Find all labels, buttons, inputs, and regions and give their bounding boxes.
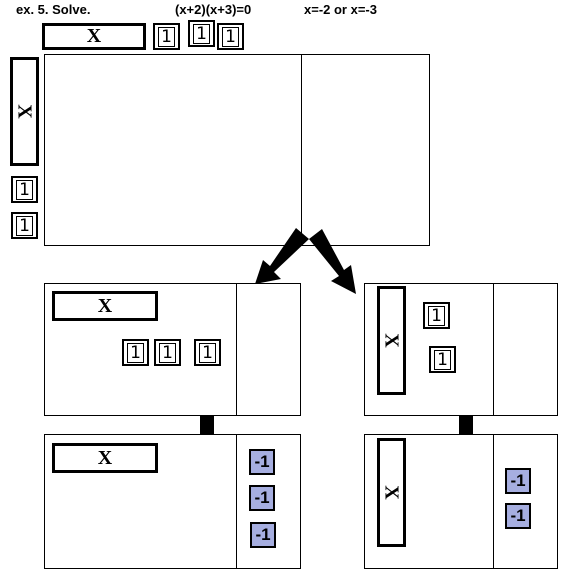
neg-unit-tile-3: -1 (250, 522, 276, 548)
neg-unit-label: -1 (254, 452, 270, 471)
x-label: X (97, 446, 113, 469)
arrow-down-right-icon (309, 229, 356, 294)
unit-label: 1 (199, 342, 216, 363)
solution-panel-right-divider (493, 434, 494, 569)
unit-label: 1 (428, 305, 445, 326)
top-x-tile: X (42, 23, 146, 50)
unit-label: 1 (159, 342, 176, 363)
factor-vertical-unit-tile-2: 1 (429, 346, 456, 373)
unit-label: 1 (434, 349, 451, 370)
solution-text: x=-2 or x=-3 (304, 2, 377, 17)
unit-label: 1 (222, 26, 239, 47)
factor-vertical-unit-tile-1: 1 (423, 302, 450, 329)
solution-x-tile: X (52, 443, 158, 473)
unit-label: 1 (16, 179, 33, 200)
top-unit-tile-3: 1 (217, 23, 244, 50)
product-grid-divider (301, 54, 302, 246)
arrow-down-left-icon (255, 228, 309, 284)
solution-panel-left-divider (236, 434, 237, 569)
neg-unit-tile-2: -1 (249, 485, 275, 511)
left-unit-tile-1: 1 (11, 176, 38, 203)
product-grid (44, 54, 430, 246)
factor-unit-tile-2: 1 (154, 339, 181, 366)
factor-panel-x-plus-2-divider (493, 283, 494, 416)
factor-panel-x-plus-3-divider (236, 283, 237, 416)
neg-unit-tile-4: -1 (505, 468, 531, 494)
factor-unit-tile-3: 1 (194, 339, 221, 366)
factor-vertical-x-tile: X (377, 286, 406, 395)
x-label: X (97, 294, 113, 317)
unit-label: 1 (16, 215, 33, 236)
example-label: ex. 5. Solve. (16, 2, 91, 17)
x-label: X (380, 485, 403, 500)
left-x-tile: X (10, 57, 39, 166)
neg-unit-label: -1 (255, 525, 271, 544)
x-label: X (86, 25, 102, 47)
factor-x-tile: X (52, 291, 158, 321)
top-unit-tile-2: 1 (188, 20, 215, 47)
factor-unit-tile-1: 1 (122, 339, 149, 366)
neg-unit-tile-1: -1 (249, 449, 275, 475)
neg-unit-label: -1 (510, 506, 526, 525)
neg-unit-tile-5: -1 (505, 503, 531, 529)
top-unit-tile-1: 1 (153, 23, 180, 50)
x-label: X (380, 333, 403, 348)
neg-unit-label: -1 (254, 488, 270, 507)
unit-label: 1 (158, 26, 175, 47)
left-unit-tile-2: 1 (11, 212, 38, 239)
solution-vertical-x-tile: X (377, 438, 406, 547)
factored-equation: (x+2)(x+3)=0 (175, 2, 252, 17)
unit-label: 1 (193, 23, 210, 44)
unit-label: 1 (127, 342, 144, 363)
neg-unit-label: -1 (510, 471, 526, 490)
